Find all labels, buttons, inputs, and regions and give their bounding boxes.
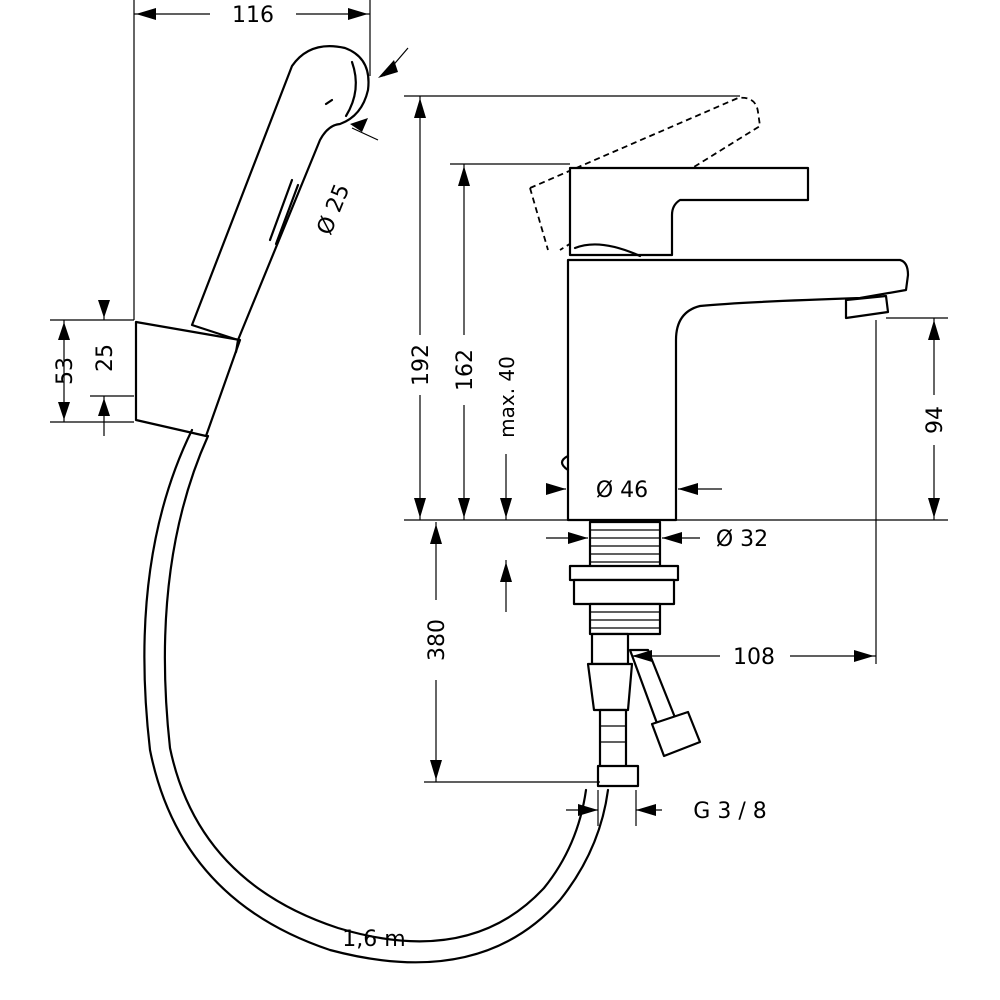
label-deck-max: max. 40 bbox=[495, 356, 519, 438]
label-spout-height: 94 bbox=[923, 406, 948, 434]
label-holder-inner: 25 bbox=[93, 344, 118, 372]
label-spout-reach: 108 bbox=[733, 645, 775, 670]
label-shank-diameter: Ø 32 bbox=[716, 527, 768, 552]
hose bbox=[143, 428, 610, 964]
mixer-shank bbox=[568, 520, 680, 636]
dimension-labels: 116 Ø 25 53 25 192 162 max. 40 94 Ø 46 Ø… bbox=[53, 3, 948, 952]
label-supply-length: 380 bbox=[425, 619, 450, 661]
label-spray-diameter: Ø 25 bbox=[313, 181, 356, 239]
label-connection-thread: G 3 / 8 bbox=[693, 799, 766, 824]
label-holder-height: 53 bbox=[53, 357, 78, 385]
dimension-lines bbox=[50, 0, 948, 826]
label-height-body: 162 bbox=[453, 349, 478, 391]
label-height-total: 192 bbox=[409, 344, 434, 386]
label-spray-width: 116 bbox=[232, 3, 274, 28]
supply-hoses bbox=[586, 632, 702, 788]
mixer-body bbox=[529, 96, 910, 522]
hand-spray bbox=[190, 45, 370, 342]
label-hose-length: 1,6 m bbox=[342, 927, 405, 952]
label-body-diameter: Ø 46 bbox=[596, 478, 648, 503]
spray-holder bbox=[134, 320, 242, 438]
